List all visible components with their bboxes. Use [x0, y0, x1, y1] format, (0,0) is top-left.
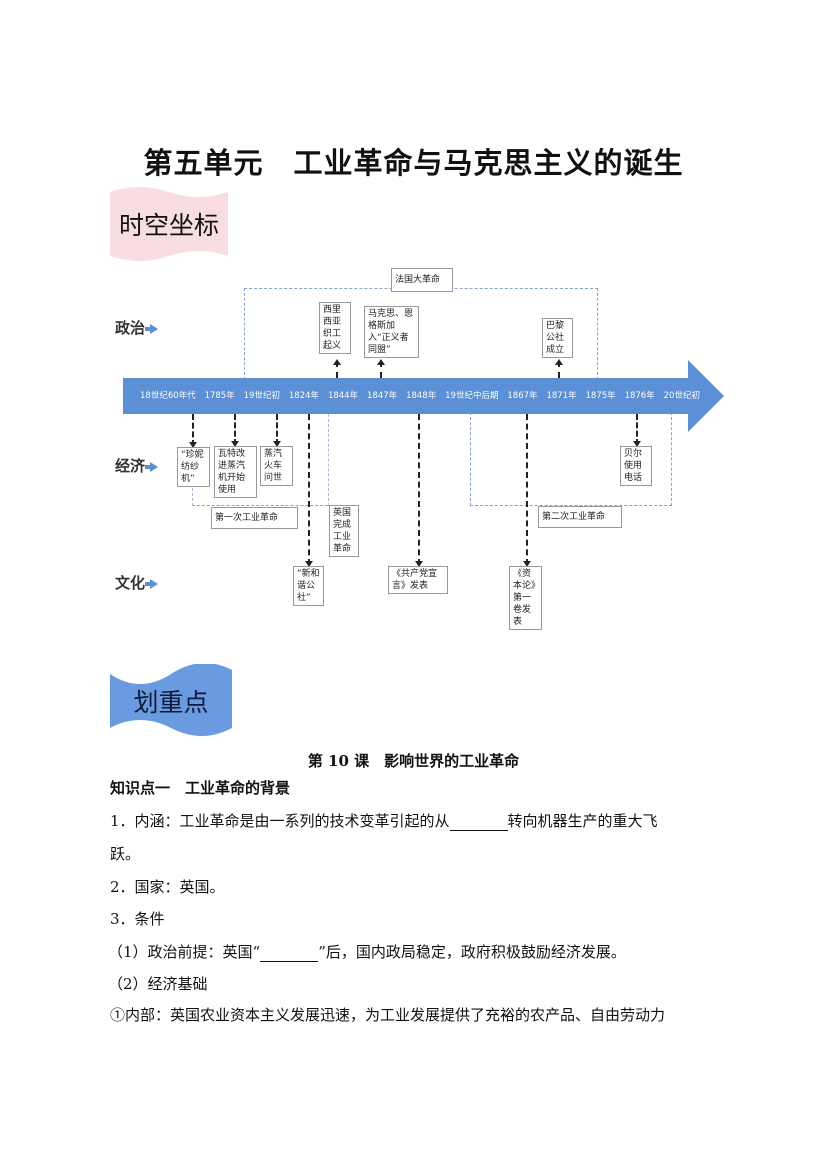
year-label: 1844年 — [327, 391, 359, 401]
year-label: 1875年 — [585, 391, 616, 401]
year-label: 1876年 — [624, 391, 655, 401]
event-watt: 瓦特改进蒸汽机开始使用 — [214, 446, 257, 498]
body-line: （1）政治前提：英国“ ”后，国内政局稳定，政府积极鼓励经济发展。 — [108, 941, 626, 962]
year-label: 18世纪60年代 — [140, 391, 196, 401]
fill-blank[interactable] — [449, 812, 508, 831]
body-line: 1．内涵：工业革命是由一系列的技术变革引起的从 转向机器生产的重大飞 — [110, 810, 658, 831]
event-marx: 马克思、恩格斯加入“正义者同盟” — [364, 306, 419, 358]
row-label-politics: 政治 — [115, 317, 159, 338]
connector-arrow — [555, 359, 563, 378]
year-label: 19世纪初 — [243, 391, 280, 401]
first-ir-end — [328, 414, 329, 506]
year-label: 20世纪初 — [663, 391, 700, 401]
timeline-arrow — [123, 378, 689, 414]
first-ir-start — [192, 488, 193, 506]
year-label: 1848年 — [406, 391, 437, 401]
connector-arrow — [305, 414, 313, 567]
year-label: 1847年 — [367, 391, 398, 401]
politics-label: 政治 — [115, 319, 146, 337]
text: 转向机器生产的重大飞 — [507, 812, 658, 830]
event-locomotive: 蒸汽火车问世 — [260, 446, 293, 486]
year-label: 1867年 — [507, 391, 538, 401]
arrow-icon — [145, 323, 159, 334]
timeline-banner: 时空坐标 — [110, 186, 228, 262]
knowledge-point-heading: 知识点一 工业革命的背景 — [110, 779, 291, 797]
arrow-icon — [145, 578, 159, 589]
connector-arrow — [189, 414, 197, 448]
event-new-harmony: “新和谐公社” — [293, 566, 324, 606]
lesson-title: 第 10 课 影响世界的工业革命 — [307, 752, 520, 770]
connector-arrow — [231, 414, 239, 447]
event-silesia: 西里西亚织工起义 — [319, 302, 351, 354]
timeline-arrowhead — [688, 360, 724, 432]
body-line: ①内部：英国农业资本主义发展迅速，为工业发展提供了充裕的农产品、自由劳动力 — [110, 1006, 666, 1024]
fill-blank[interactable] — [260, 943, 319, 962]
event-britain-complete: 英国完成工业革命 — [329, 505, 359, 557]
row-label-economy: 经济 — [115, 455, 159, 476]
text: 1．内涵：工业革命是由一系列的技术变革引起的从 — [110, 812, 450, 830]
body-line: 3．条件 — [110, 910, 165, 928]
year-label: 1785年 — [204, 391, 235, 401]
key-points-banner: 划重点 — [110, 664, 232, 738]
french-revolution-box: 法国大革命 — [391, 268, 453, 292]
event-bell: 贝尔使用电话 — [620, 446, 652, 486]
second-ir-span — [470, 412, 672, 506]
event-capital: 《资本论》第一卷发表 — [509, 566, 542, 630]
event-paris-commune: 巴黎公社成立 — [542, 318, 573, 358]
year-label: 19世纪中后期 — [445, 391, 499, 401]
arrow-icon — [145, 461, 159, 472]
second-ir-label: 第二次工业革命 — [538, 506, 622, 528]
text: （1）政治前提：英国“ — [108, 943, 261, 961]
connector-arrow — [377, 359, 385, 378]
body-line: （2）经济基础 — [108, 975, 208, 993]
body-line: 2．国家：英国。 — [110, 878, 225, 896]
first-ir-label: 第一次工业革命 — [211, 507, 298, 529]
economy-label: 经济 — [115, 457, 146, 475]
year-label: 1871年 — [546, 391, 577, 401]
connector-arrow — [415, 414, 423, 567]
unit-title: 第五单元 工业革命与马克思主义的诞生 — [143, 146, 684, 180]
connector-arrow — [273, 414, 281, 447]
first-ir-span — [192, 505, 328, 506]
connector-arrow — [333, 359, 341, 378]
text: ”后，国内政局稳定，政府积极鼓励经济发展。 — [318, 943, 626, 961]
event-manifesto: 《共产党宣言》发表 — [388, 566, 448, 594]
timeline-years: 18世纪60年代 1785年 19世纪初 1824年 1844年 1847年 1… — [140, 389, 700, 401]
body-line: 跃。 — [110, 845, 141, 863]
year-label: 1824年 — [288, 391, 320, 401]
culture-label: 文化 — [115, 574, 146, 592]
row-label-culture: 文化 — [115, 572, 159, 593]
connector-arrow — [633, 414, 641, 447]
connector-arrow — [523, 414, 531, 567]
event-jenny: “珍妮纺纱机” — [177, 447, 210, 487]
